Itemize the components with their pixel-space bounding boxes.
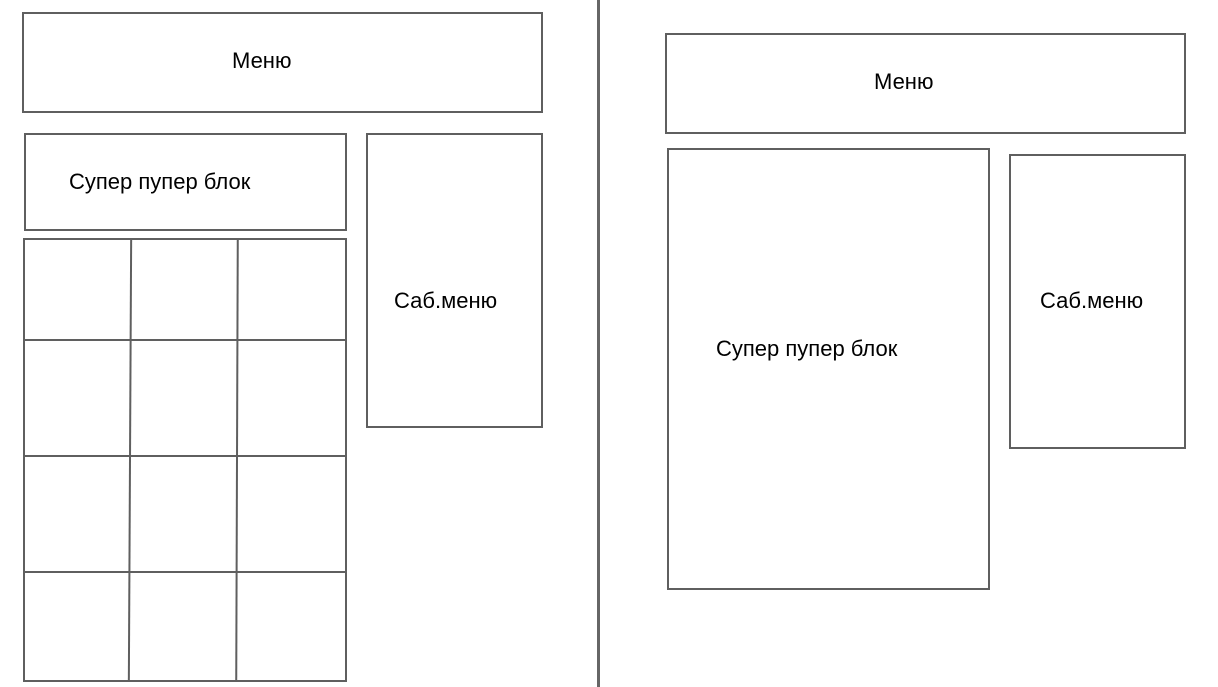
right-super-block-box: Супер пупер блок: [667, 148, 990, 590]
left-super-block-label: Супер пупер блок: [69, 169, 251, 194]
grid-horizontal-line: [25, 455, 345, 457]
left-grid-block: [23, 238, 347, 682]
grid-vertical-line: [235, 240, 239, 680]
right-super-block-label: Супер пупер блок: [716, 336, 898, 361]
grid-vertical-line: [127, 240, 133, 680]
left-submenu-box: Саб.меню: [366, 133, 543, 428]
right-menu-box: Меню: [665, 33, 1186, 134]
left-menu-box: Меню: [22, 12, 543, 113]
grid-horizontal-line: [25, 339, 345, 341]
left-menu-label: Меню: [232, 48, 292, 73]
right-submenu-box: Саб.меню: [1009, 154, 1186, 449]
left-super-block-box: Супер пупер блок: [24, 133, 347, 231]
left-submenu-label: Саб.меню: [394, 288, 498, 313]
right-submenu-label: Саб.меню: [1040, 288, 1144, 313]
right-menu-label: Меню: [874, 69, 934, 94]
grid-horizontal-line: [25, 571, 345, 573]
layout-divider: [597, 0, 600, 687]
